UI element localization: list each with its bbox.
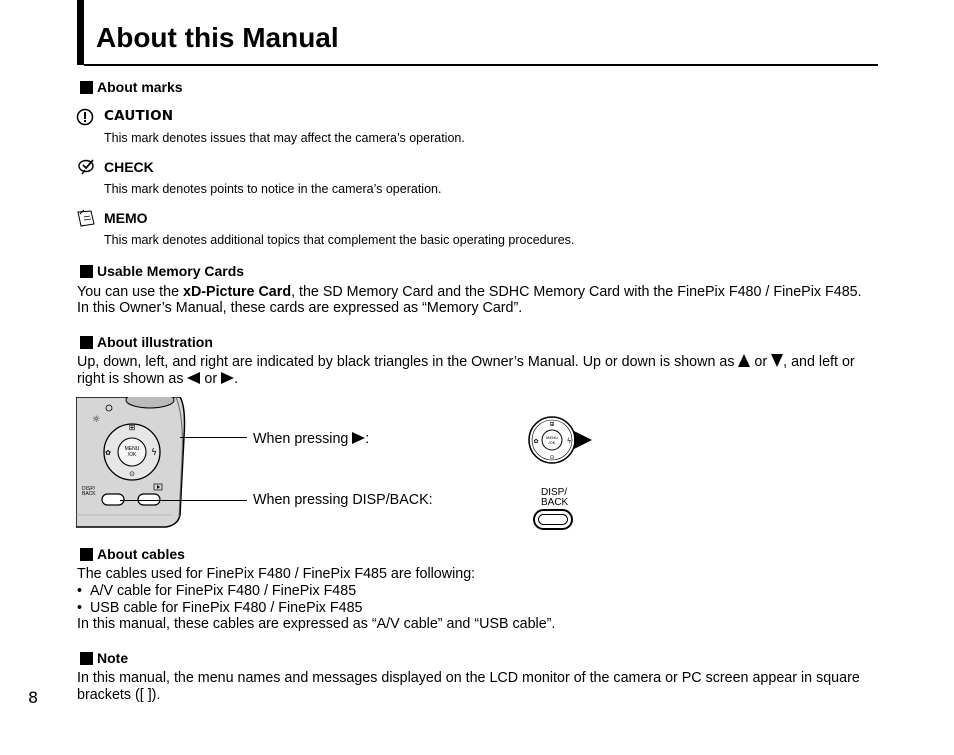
disp-back-label: DISP/ BACK	[541, 488, 568, 508]
disp-back-button-illustration	[533, 509, 573, 530]
ring-menu-label: MENU	[546, 435, 558, 440]
mark-desc-check: This mark denotes points to notice in th…	[104, 182, 442, 196]
heading-text: About cables	[97, 546, 185, 562]
memory-line-2: In this Owner’s Manual, these cards are …	[77, 300, 523, 316]
text-span: When pressing	[253, 431, 353, 447]
heading-about-cables: About cables	[80, 546, 185, 563]
page-number: 8	[28, 688, 39, 707]
heading-note: Note	[80, 650, 128, 667]
xd-picture-card-bold: xD-Picture Card	[183, 284, 292, 300]
text-span: :	[365, 431, 370, 447]
when-pressing-right-label: When pressing :	[253, 431, 369, 448]
back-text: BACK	[541, 497, 569, 508]
text-span: You can use the	[77, 284, 183, 300]
svg-text:⊞: ⊞	[129, 423, 136, 432]
section-marker	[80, 548, 93, 561]
mark-title-memo: MEMO	[104, 210, 148, 226]
svg-text:⊞: ⊞	[549, 421, 554, 428]
svg-text:✿: ✿	[533, 438, 538, 445]
down-triangle-icon	[771, 354, 784, 367]
camera-back-illustration: MENU /OK ⊞ ϟ ✿ ⊙ ☼ DISP/ BACK	[76, 397, 186, 528]
svg-text:✿: ✿	[105, 449, 111, 457]
memo-icon	[77, 209, 95, 227]
svg-text:ϟ: ϟ	[567, 437, 572, 445]
text-span: , the SD Memory Card and the SDHC Memory…	[291, 284, 862, 300]
right-triangle-icon	[352, 432, 366, 444]
section-marker	[80, 652, 93, 665]
list-item-text: A/V cable for FinePix F480 / FinePix F48…	[89, 583, 357, 599]
svg-text:⊙: ⊙	[129, 470, 135, 478]
svg-text:⊙: ⊙	[549, 454, 554, 461]
heading-about-marks: About marks	[80, 79, 183, 96]
cables-intro: The cables used for FinePix F480 / FineP…	[77, 566, 476, 582]
heading-usable-memory-cards: Usable Memory Cards	[80, 263, 244, 280]
left-triangle-icon	[187, 372, 201, 384]
when-pressing-disp-label: When pressing DISP/BACK:	[253, 492, 433, 508]
text-span: or	[750, 354, 772, 370]
text-span: or	[200, 371, 222, 387]
heading-about-illustration: About illustration	[80, 334, 213, 351]
cables-list-item: • A/V cable for FinePix F480 / FinePix F…	[77, 583, 357, 599]
leader-line-right	[180, 437, 247, 438]
title-bar	[77, 0, 84, 65]
text-span: Up, down, left, and right are indicated …	[77, 354, 739, 370]
svg-text:ϟ: ϟ	[151, 448, 157, 458]
svg-text:BACK: BACK	[82, 491, 96, 497]
note-line-1: In this manual, the menu names and messa…	[77, 670, 860, 686]
section-marker	[80, 81, 93, 94]
memory-line-1: You can use the xD-Picture Card, the SD …	[77, 284, 862, 301]
leader-line-disp	[120, 500, 247, 501]
section-marker	[80, 265, 93, 278]
illustration-line-2: right is shown as or .	[77, 371, 238, 388]
text-span: right is shown as	[77, 371, 188, 387]
mark-title-check: CHECK	[104, 159, 154, 175]
note-line-2: brackets ([ ]).	[77, 687, 161, 703]
ring-ok-label: /OK	[549, 440, 556, 445]
cam-menu-label: MENU	[125, 446, 140, 452]
heading-text: About illustration	[97, 334, 213, 350]
svg-text:DISP/: DISP/	[82, 486, 96, 492]
title-rule	[84, 64, 878, 66]
heading-text: Usable Memory Cards	[97, 263, 245, 279]
heading-text: Note	[97, 650, 129, 666]
right-arrow-icon	[574, 431, 592, 449]
cam-ok-label: /OK	[128, 452, 137, 458]
check-icon	[78, 159, 94, 175]
list-item-text: USB cable for FinePix F480 / FinePix F48…	[89, 600, 363, 616]
text-span: , and left or	[783, 354, 855, 370]
cables-list-item: • USB cable for FinePix F480 / FinePix F…	[77, 600, 363, 616]
caution-icon	[76, 108, 94, 126]
mark-desc-caution: This mark denotes issues that may affect…	[104, 131, 465, 145]
mark-title-caution: CAUTION	[104, 108, 174, 124]
up-triangle-icon	[738, 354, 751, 367]
svg-text:☼: ☼	[92, 415, 100, 425]
page-title: About this Manual	[96, 22, 339, 53]
heading-text: About marks	[97, 79, 183, 95]
mark-desc-memo: This mark denotes additional topics that…	[104, 233, 575, 247]
disp-text: DISP/	[541, 487, 568, 498]
control-ring-right-press: MENU /OK ⊞ ϟ ✿ ⊙	[528, 416, 592, 464]
text-span: .	[234, 371, 239, 387]
section-marker	[80, 336, 93, 349]
cables-outro: In this manual, these cables are express…	[77, 616, 556, 632]
right-triangle-icon	[221, 372, 235, 384]
illustration-line-1: Up, down, left, and right are indicated …	[77, 354, 855, 371]
